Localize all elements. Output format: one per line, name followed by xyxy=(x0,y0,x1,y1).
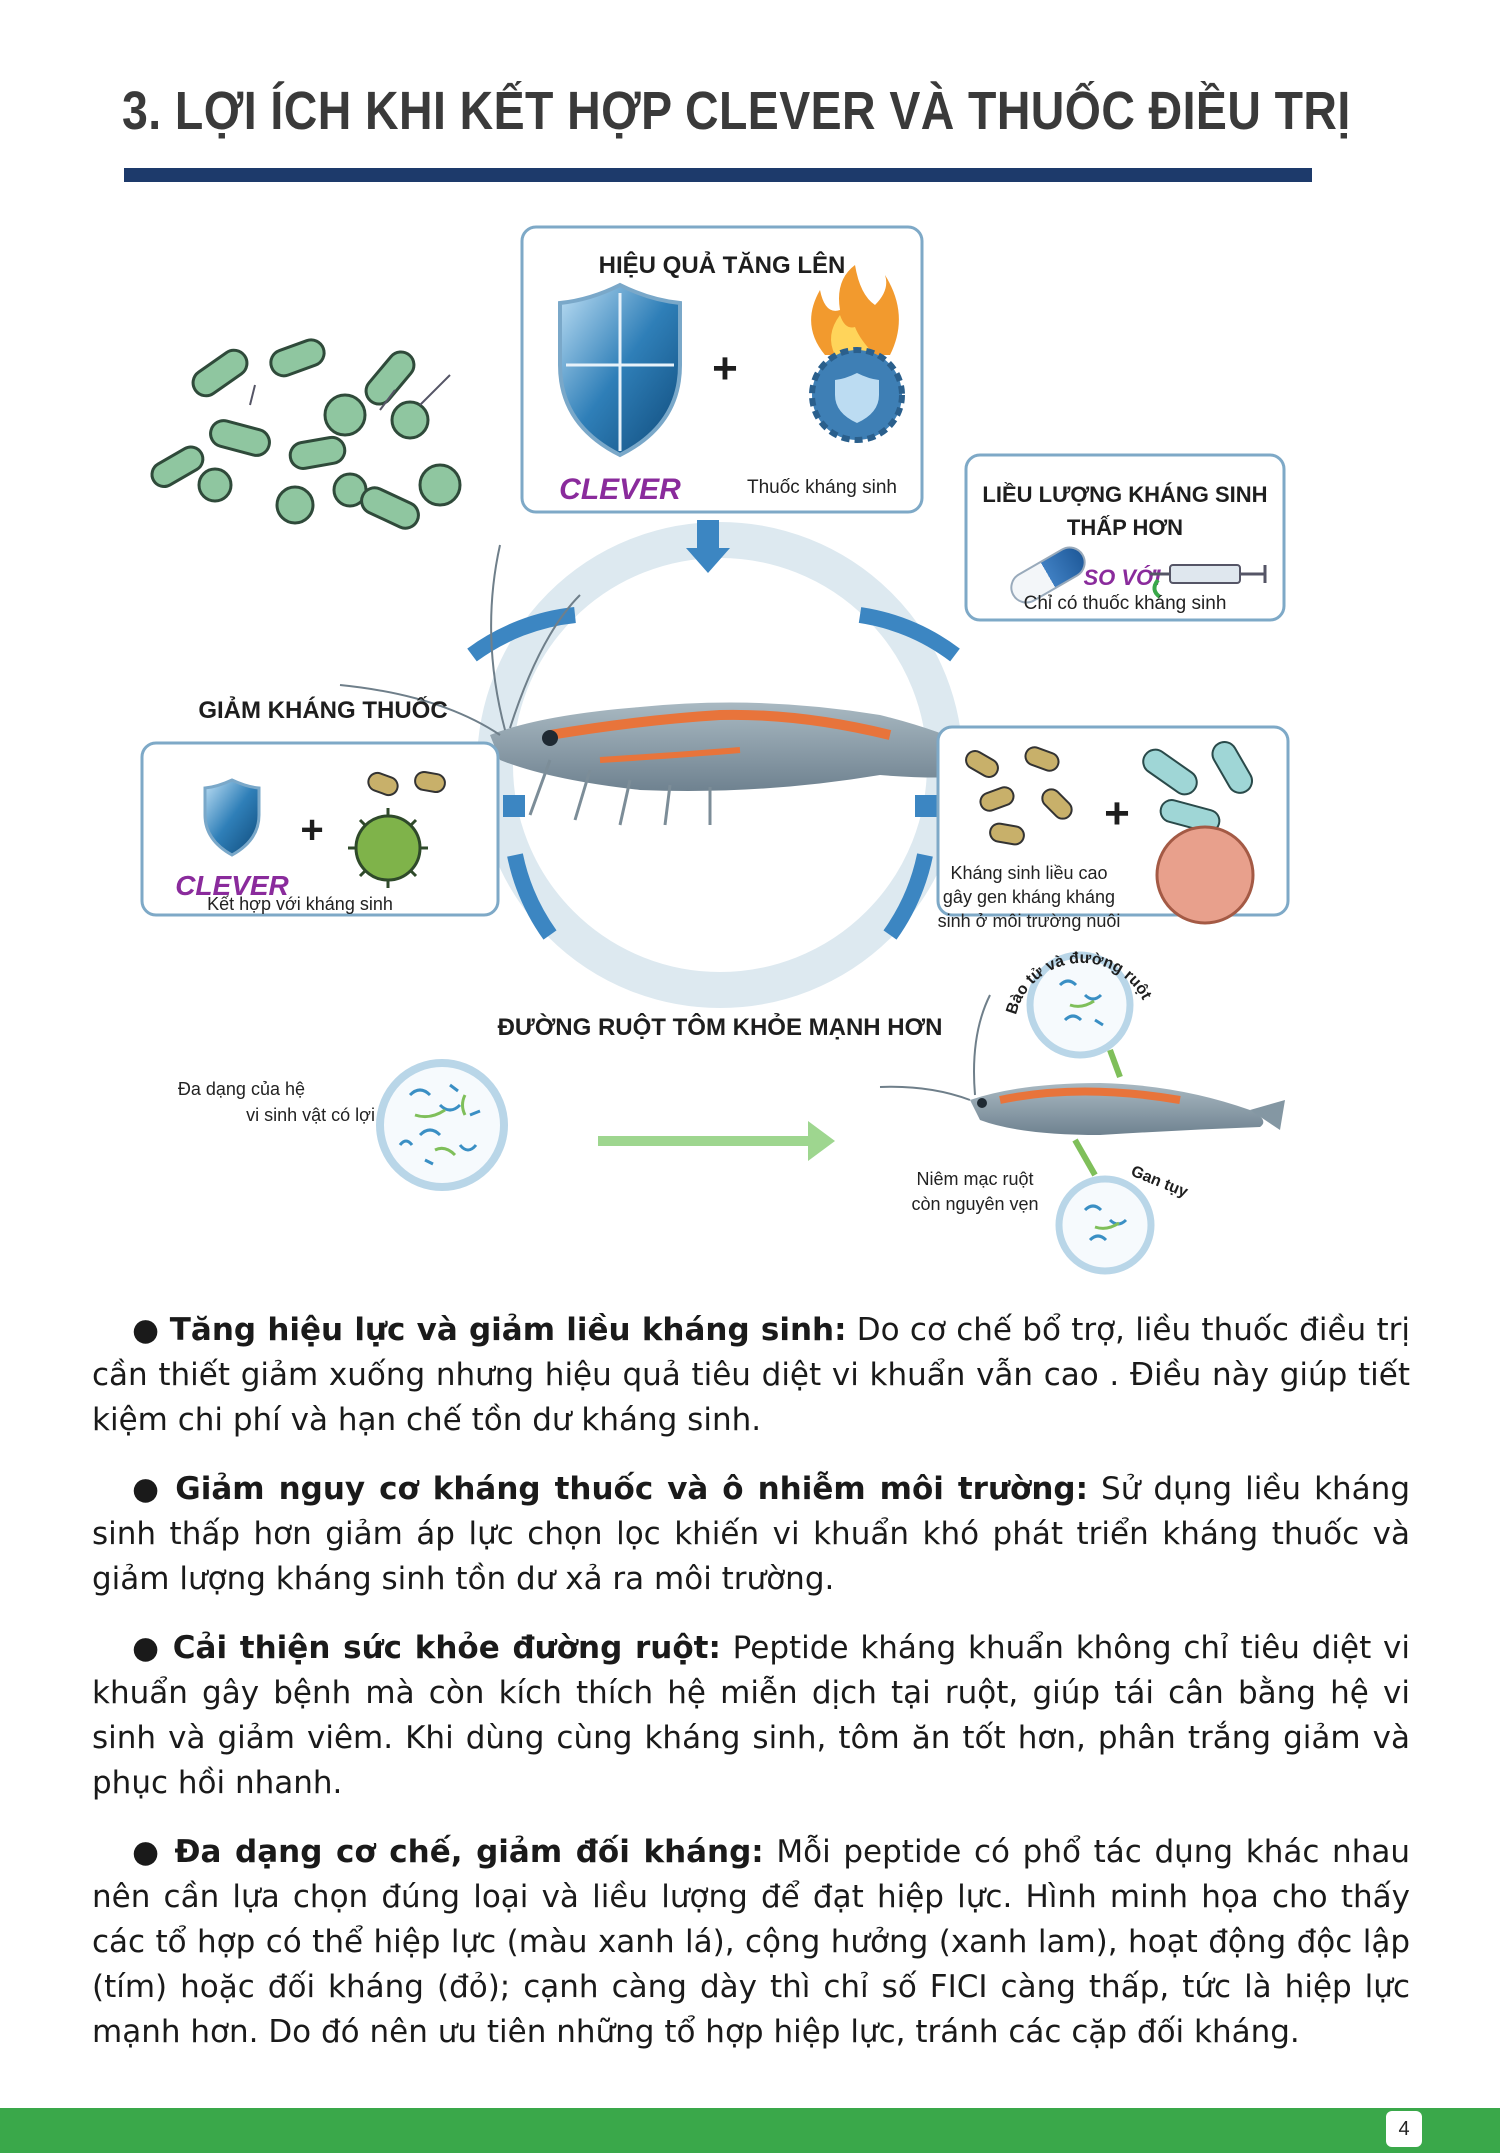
page-title: 3. LỢI ÍCH KHI KẾT HỢP CLEVER VÀ THUỐC Đ… xyxy=(122,81,1351,141)
capsule-icon xyxy=(1010,546,1086,604)
svg-text:Kháng sinh liều cao: Kháng sinh liều cao xyxy=(950,863,1107,883)
clever-shield-icon xyxy=(203,778,261,857)
svg-text:vi sinh vật có lợi: vi sinh vật có lợi xyxy=(246,1105,375,1125)
svg-text:còn nguyên vẹn: còn nguyên vẹn xyxy=(911,1194,1038,1214)
body-text: ● Tăng hiệu lực và giảm liều kháng sinh:… xyxy=(92,1308,1410,2079)
paragraph-resistance: ● Giảm nguy cơ kháng thuốc và ô nhiễm mô… xyxy=(92,1471,1410,1597)
svg-text:Niêm mạc ruột: Niêm mạc ruột xyxy=(916,1169,1033,1189)
svg-text:+: + xyxy=(712,344,738,393)
svg-text:Chỉ có thuốc kháng sinh: Chỉ có thuốc kháng sinh xyxy=(1024,593,1227,614)
reduce-resistance-heading: GIẢM KHÁNG THUỐC xyxy=(198,695,447,724)
gut-heading: ĐƯỜNG RUỘT TÔM KHỎE MẠNH HƠN xyxy=(498,1012,943,1041)
svg-text:LIỀU LƯỢNG KHÁNG SINH: LIỀU LƯỢNG KHÁNG SINH xyxy=(982,482,1267,507)
resistant-bacteria-icon xyxy=(965,746,1073,846)
svg-text:+: + xyxy=(1104,789,1130,838)
clever-logo: CLEVER xyxy=(559,473,681,506)
paragraph-gut-health: ● Cải thiện sức khỏe đường ruột: Peptide… xyxy=(92,1630,1410,1801)
svg-text:Thuốc kháng sinh: Thuốc kháng sinh xyxy=(747,477,897,498)
effect-heading: HIỆU QUẢ TĂNG LÊN xyxy=(599,250,846,279)
microbiome-petri-icon xyxy=(376,1059,508,1191)
microbe-cell-icon xyxy=(1155,825,1255,925)
page-number: 4 xyxy=(1386,2111,1422,2147)
antibiotic-icon xyxy=(809,265,905,443)
virus-icon xyxy=(348,770,446,888)
clever-logo: CLEVER xyxy=(175,870,289,901)
combined-box: CLEVER + Kết hợp với kháng sinh xyxy=(140,741,500,917)
svg-text:Kết hợp với kháng sinh: Kết hợp với kháng sinh xyxy=(207,894,393,914)
svg-text:gây gen kháng kháng: gây gen kháng kháng xyxy=(943,887,1115,907)
gene-bacteria-icon xyxy=(1142,741,1253,833)
svg-text:Đa dạng của hệ: Đa dạng của hệ xyxy=(178,1079,305,1099)
syringe-icon xyxy=(1150,564,1267,599)
effect-increase-box: HIỆU QUẢ TĂNG LÊN + CLEVER Thuốc kháng s… xyxy=(520,225,924,514)
svg-text:THẤP HƠN: THẤP HƠN xyxy=(1067,515,1183,540)
healthy-shrimp-illustration xyxy=(879,994,1285,1135)
footer-bar xyxy=(0,2108,1500,2153)
high-dose-box: + Kháng sinh liều cao gây gen kháng khán… xyxy=(936,725,1290,931)
svg-text:SO VỚI: SO VỚI xyxy=(1083,565,1161,590)
svg-text:+: + xyxy=(300,808,323,852)
spore-petri-icon xyxy=(1026,951,1134,1059)
paragraph-efficacy: ● Tăng hiệu lực và giảm liều kháng sinh:… xyxy=(92,1312,1410,1438)
title-underline xyxy=(124,168,1312,182)
paragraph-mechanism: ● Đa dạng cơ chế, giảm đối kháng: Mỗi pe… xyxy=(92,1834,1410,2050)
benefit-diagram: HIỆU QUẢ TĂNG LÊN + CLEVER Thuốc kháng s… xyxy=(140,225,1290,1275)
lower-dose-box: LIỀU LƯỢNG KHÁNG SINH THẤP HƠN SO VỚI Ch… xyxy=(964,453,1286,622)
liver-petri-icon xyxy=(1055,1175,1155,1275)
svg-text:sinh ở môi trường nuôi: sinh ở môi trường nuôi xyxy=(938,911,1121,931)
bacteria-cluster-icon xyxy=(150,338,462,530)
